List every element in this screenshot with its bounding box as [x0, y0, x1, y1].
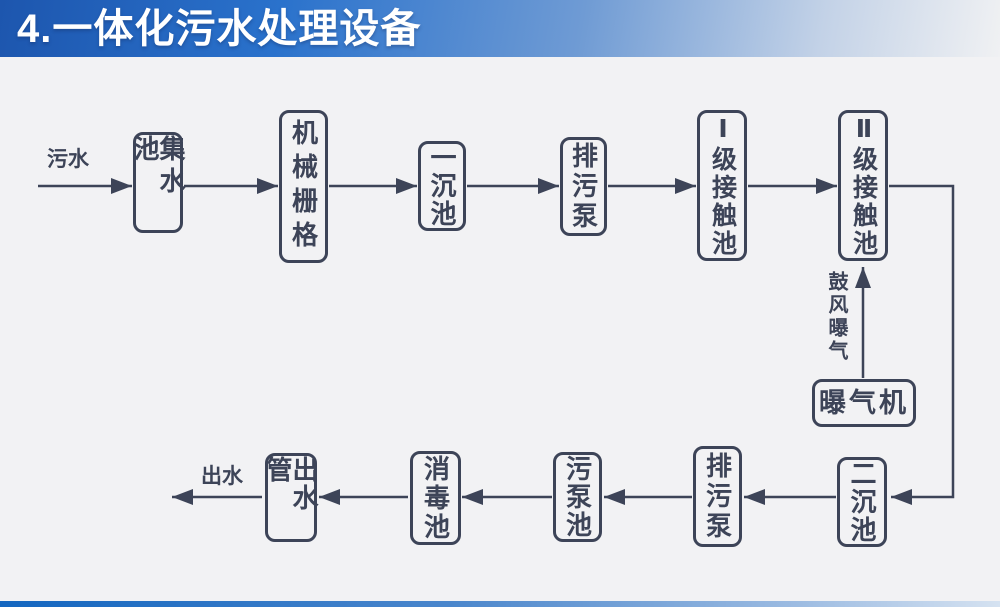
node-mechanical-grid: 机械栅格: [279, 110, 328, 263]
node-aerator-label: 曝气机: [819, 387, 909, 418]
node-sewage-pump-upper-label: 排污泵: [568, 141, 599, 232]
node-mechanical-grid-label: 机械栅格: [288, 118, 319, 255]
node-sewage-pump-lower-label: 排污泵: [702, 451, 733, 542]
outflow-label: 出水: [201, 465, 243, 488]
node-primary-sedimentation-tank-label: 一沉池: [427, 144, 457, 228]
slide-title: 4.一体化污水处理设备: [17, 6, 422, 51]
node-aerator: 曝气机: [812, 379, 916, 427]
slide-header: 4.一体化污水处理设备: [0, 0, 1000, 57]
node-secondary-sedimentation-tank-label: 二沉池: [847, 460, 877, 544]
node-stage1-contact-tank: Ⅰ级接触池: [697, 110, 747, 261]
node-disinfection-tank: 消毒池: [410, 451, 461, 545]
node-sewage-pump-upper: 排污泵: [560, 137, 607, 236]
inflow-label: 污水: [47, 148, 89, 171]
node-stage2-contact-tank-label: Ⅱ级接触池: [849, 113, 878, 258]
node-secondary-sedimentation-tank: 二沉池: [837, 457, 887, 547]
node-outlet-pipe: 出水管: [263, 453, 319, 542]
arrow-stage2-to-secondary-sed: [889, 184, 955, 505]
node-disinfection-tank-label: 消毒池: [420, 454, 451, 542]
node-sludge-pump-tank: 污泵池: [553, 452, 602, 542]
slide-footer-bar: [0, 601, 1000, 607]
node-sludge-pump-tank-label: 污泵池: [562, 455, 593, 539]
node-outlet-pipe-label: 出水管: [263, 456, 319, 512]
node-collection-tank: 集水池: [130, 132, 186, 233]
node-stage2-contact-tank: Ⅱ级接触池: [838, 110, 888, 261]
node-primary-sedimentation-tank: 一沉池: [418, 141, 466, 231]
node-stage1-contact-tank-label: Ⅰ级接触池: [708, 113, 737, 258]
aeration-label: 鼓风曝气: [825, 271, 847, 363]
node-collection-tank-label: 集水池: [130, 135, 186, 199]
node-sewage-pump-lower: 排污泵: [693, 446, 742, 547]
